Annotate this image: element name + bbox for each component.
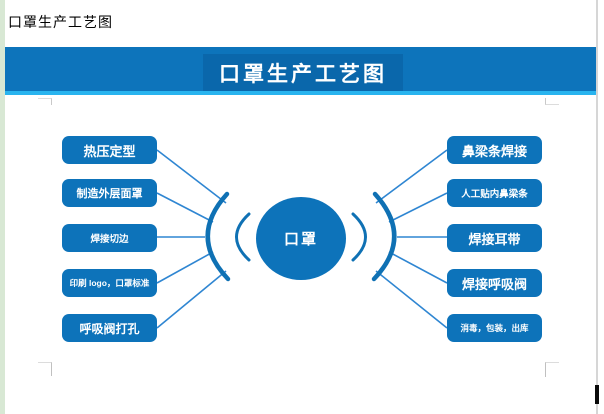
connector-line (156, 192, 214, 223)
right-edge-line (596, 0, 598, 414)
process-step-box[interactable]: 印刷 logo，口罩标准 (62, 269, 157, 297)
connector-line (156, 149, 227, 204)
step-label: 鼻梁条焊接 (461, 143, 527, 159)
step-label: 人工贴内鼻梁条 (461, 189, 528, 200)
connector-line (156, 251, 214, 284)
corner-mark-bottom-right (545, 362, 559, 377)
step-label: 焊接切边 (90, 234, 129, 245)
step-label: 焊接耳带 (468, 231, 521, 247)
center-node[interactable]: 口罩 (256, 197, 346, 280)
inner-right-bracket-arc (351, 212, 367, 262)
process-step-box[interactable]: 人工贴内鼻梁条 (447, 179, 542, 207)
connector-line (388, 192, 448, 223)
banner: 口罩生产工艺图 (5, 47, 596, 91)
left-edge-strip (0, 0, 5, 414)
step-label: 消毒，包装，出库 (460, 323, 529, 333)
inner-left-bracket-arc (235, 212, 251, 262)
step-label: 印刷 logo，口罩标准 (69, 278, 150, 288)
outer-left-bracket-arc (205, 191, 231, 282)
corner-mark-top-right (545, 98, 559, 105)
step-label: 呼吸阀打孔 (79, 321, 140, 336)
window-title: 口罩生产工艺图 (8, 14, 113, 30)
step-label: 制造外层面罩 (76, 188, 143, 200)
step-label: 焊接呼吸阀 (461, 276, 527, 292)
process-step-box[interactable]: 消毒，包装，出库 (447, 314, 542, 342)
corner-mark-bottom-left (38, 362, 52, 376)
process-step-box[interactable]: 焊接呼吸阀 (447, 269, 542, 297)
outer-right-bracket-arc (371, 191, 397, 282)
banner-accent-strip (5, 91, 596, 95)
banner-title-box[interactable]: 口罩生产工艺图 (203, 54, 403, 91)
process-step-box[interactable]: 焊接切边 (62, 224, 157, 252)
corner-mark-top-left (38, 98, 52, 105)
process-step-box[interactable]: 热压定型 (62, 136, 157, 164)
banner-title: 口罩生产工艺图 (219, 62, 387, 86)
connector-line (156, 270, 227, 329)
connector-line (388, 251, 448, 284)
process-step-box[interactable]: 呼吸阀打孔 (62, 314, 157, 342)
center-node-label: 口罩 (283, 231, 318, 248)
step-label: 热压定型 (83, 143, 136, 159)
process-step-box[interactable]: 鼻梁条焊接 (447, 136, 542, 164)
right-edge-black-mark (595, 385, 599, 404)
process-step-box[interactable]: 焊接耳带 (447, 224, 542, 252)
connector-line (375, 270, 448, 329)
connector-line (375, 149, 448, 204)
process-step-box[interactable]: 制造外层面罩 (62, 179, 157, 207)
